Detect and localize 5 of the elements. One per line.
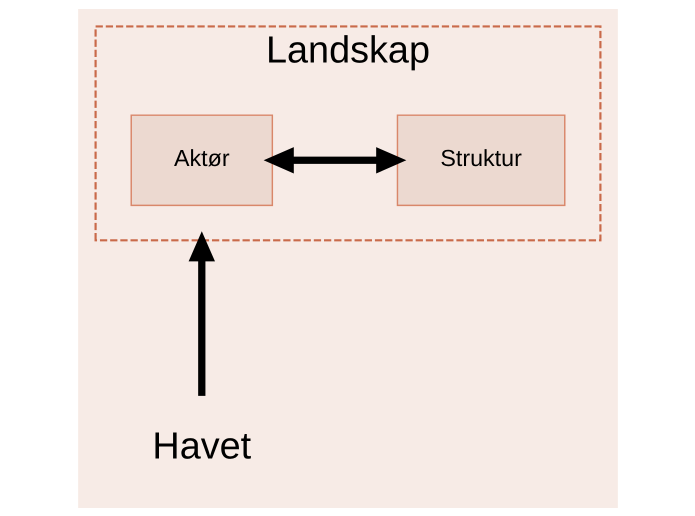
node-box: Aktør <box>130 114 273 206</box>
node-text: Havet <box>152 424 251 467</box>
arrow <box>263 146 406 173</box>
node-box: Struktur <box>396 114 565 206</box>
arrow <box>188 230 214 396</box>
